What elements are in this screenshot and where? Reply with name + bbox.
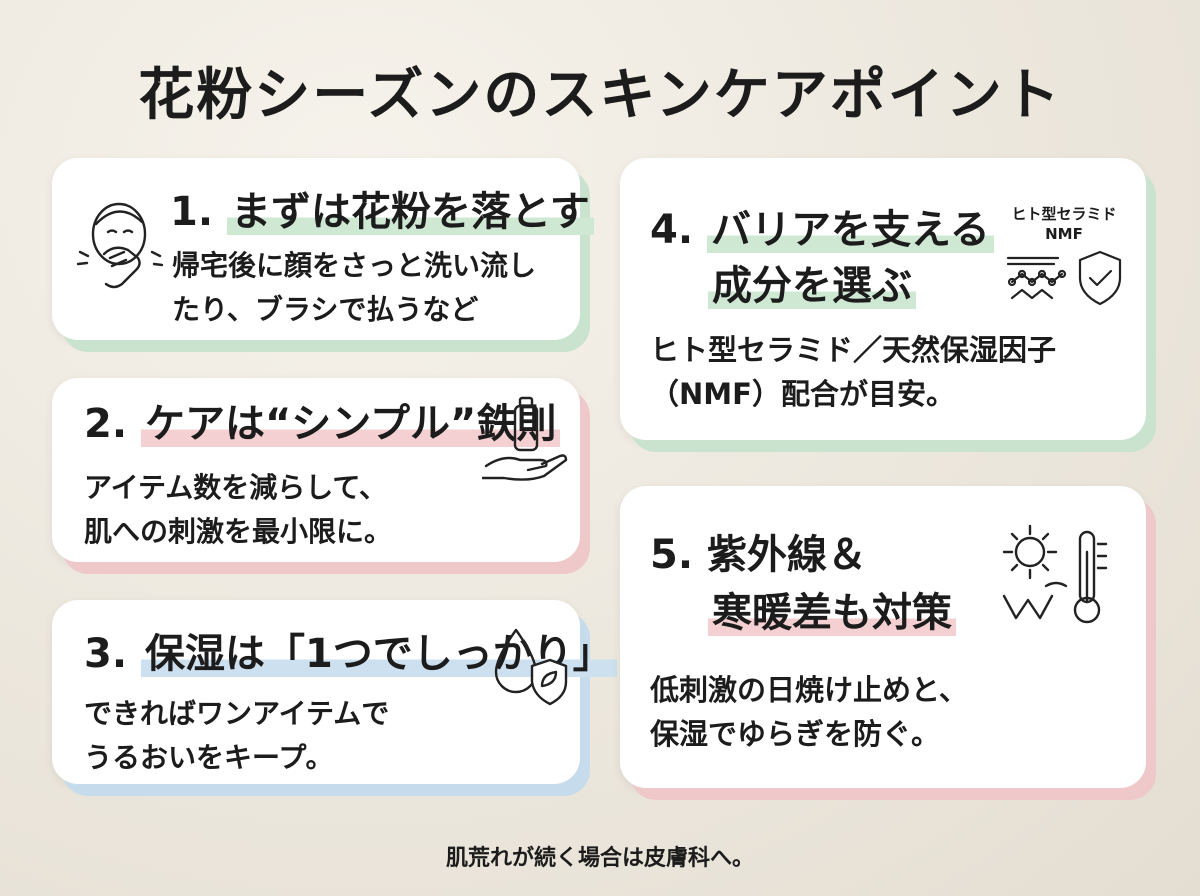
point-1-title: まずは花粉を落とす [226, 189, 594, 235]
point-5-title-line-2: 寒暖差も対策 [708, 590, 956, 636]
point-2-title: ケアは“シンプル”鉄則 [140, 401, 561, 447]
molecule-shield-icon [1006, 250, 1122, 306]
point-1-number: 1. [170, 189, 214, 235]
point-5-number: 5. [650, 532, 694, 578]
point-1-body-line-1: 帰宅後に顔をさっと洗い流し [172, 249, 537, 282]
point-5-body: 低刺激の日焼け止めと、 保湿でゆらぎを防ぐ。 [650, 668, 968, 756]
point-4-number: 4. [650, 207, 694, 253]
point-2-body-line-1: アイテム数を減らして、 [84, 471, 387, 504]
point-4-body-line-2: （NMF）配合が目安。 [650, 377, 955, 411]
point-card-2: 2. ケアは“シンプル”鉄則 アイテム数を減らして、 肌への刺激を最小限に。 [52, 378, 580, 562]
ceramide-badge-line-1: ヒト型セラミド [1011, 205, 1117, 223]
point-1-body-line-2: たり、ブラシで払うなど [172, 293, 479, 326]
point-3-body-line-2: うるおいをキープ。 [84, 741, 334, 774]
point-5-title-line-1: 紫外線＆ [706, 532, 867, 578]
page-title: 花粉シーズンのスキンケアポイント [138, 63, 1062, 128]
point-card-3: 3. 保湿は「1つでしっかり」 できればワンアイテムで うるおいをキープ。 [52, 600, 617, 784]
point-4-title-line-1: バリアを支える [706, 207, 994, 253]
point-1-body: 帰宅後に顔をさっと洗い流し たり、ブラシで払うなど [172, 244, 536, 332]
bottle-on-hand-icon [482, 396, 568, 481]
point-card-1: 1. まずは花粉を落とす 帰宅後に顔をさっと洗い流し たり、ブラシで払うなど [52, 158, 594, 340]
footer-note: 肌荒れが続く場合は皮膚科へ。 [445, 846, 754, 871]
point-5-heading: 5. 紫外線＆ 寒暖差も対策 [650, 526, 956, 642]
point-4-body: ヒト型セラミド／天然保湿因子 （NMF）配合が目安。 [650, 328, 1056, 416]
point-4-body-line-1: ヒト型セラミド／天然保湿因子 [650, 333, 1057, 367]
point-4-heading: 4. バリアを支える 成分を選ぶ [650, 202, 994, 314]
point-4-title-line-2: 成分を選ぶ [708, 263, 916, 309]
point-card-4: 4. バリアを支える 成分を選ぶ ヒト型セラミド NMF ヒト型セラミド／天然保… [620, 158, 1146, 440]
drop-shield-icon [494, 628, 568, 706]
point-3-body-line-1: できればワンアイテムで [84, 697, 390, 730]
point-3-body: できればワンアイテムで うるおいをキープ。 [84, 692, 389, 780]
face-covering-sneeze-icon [76, 202, 164, 289]
point-1-heading: 1. まずは花粉を落とす [170, 188, 594, 236]
point-2-body: アイテム数を減らして、 肌への刺激を最小限に。 [84, 466, 392, 554]
point-2-body-line-2: 肌への刺激を最小限に。 [84, 515, 393, 548]
ceramide-badge-label: ヒト型セラミド NMF [1002, 204, 1126, 244]
point-5-body-line-1: 低刺激の日焼け止めと、 [650, 673, 968, 707]
sun-thermometer-icon [1002, 524, 1108, 624]
point-5-body-line-2: 保湿でゆらぎを防ぐ。 [650, 717, 941, 751]
point-3-number: 3. [84, 631, 128, 677]
point-card-5: 5. 紫外線＆ 寒暖差も対策 低刺激の日焼け止めと、 保湿でゆらぎを防ぐ。 [620, 486, 1146, 788]
point-2-heading: 2. ケアは“シンプル”鉄則 [84, 400, 561, 448]
point-2-number: 2. [84, 401, 128, 447]
ceramide-badge-line-2: NMF [1045, 225, 1083, 243]
